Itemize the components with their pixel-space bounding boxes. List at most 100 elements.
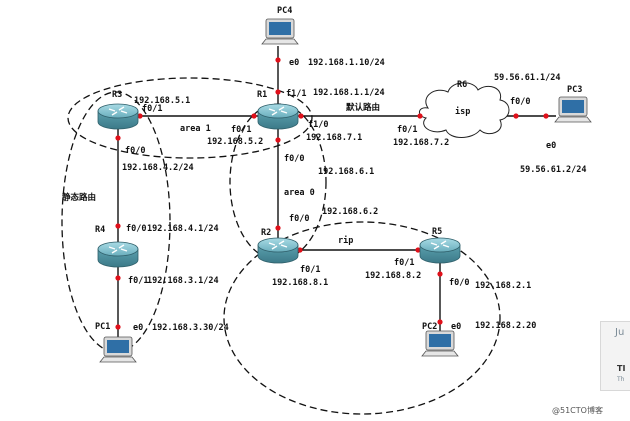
r6-label: R6 — [457, 80, 467, 90]
rip-outline — [223, 221, 501, 415]
computer-icon — [99, 336, 137, 363]
r3-f01-label: f0/1 — [142, 104, 162, 114]
computer-icon — [554, 96, 592, 123]
dot-r1-f01 — [251, 113, 257, 119]
router-icon — [97, 241, 139, 268]
r4-label: R4 — [95, 225, 105, 235]
dot-r5-f00 — [437, 271, 443, 277]
dot-r3-f01 — [137, 113, 143, 119]
pc1-ip: 192.168.3.30/24 — [152, 323, 229, 333]
pc-pc1: PC1 — [95, 322, 137, 363]
r2-label: R2 — [261, 228, 271, 238]
side-panel-top-text: Ju — [615, 327, 625, 338]
side-panel-mid-text: TI — [617, 364, 626, 373]
r1-ip-bottom: 192.168.6.1 — [318, 167, 374, 177]
isp-label: isp — [455, 106, 470, 117]
default-route-label: 默认路由 — [346, 102, 380, 113]
dot-r6-f00 — [513, 113, 519, 119]
r3-label: R3 — [112, 90, 122, 100]
router-icon — [419, 237, 461, 264]
r4-f00-label: f0/0 — [126, 224, 146, 234]
r5-f00-label: f0/0 — [449, 278, 469, 288]
dot-r4-f01 — [115, 275, 121, 281]
r4-f01-label: f0/1 — [128, 276, 148, 286]
r2-ip-top: 192.168.6.2 — [322, 207, 378, 217]
r1-ip-top: 192.168.1.1/24 — [313, 88, 385, 98]
pc4-label: PC4 — [277, 6, 292, 16]
r5-ip-bottom: 192.168.2.1 — [475, 281, 531, 291]
r3-f00-label: f0/0 — [125, 146, 145, 156]
area0-label: area 0 — [284, 188, 315, 198]
side-popup-panel[interactable]: Ju TI Th — [600, 321, 630, 391]
area-labels: area 1 area 0 rip 静态路由 默认路由 — [62, 102, 380, 246]
r1-f00-label: f0/0 — [284, 154, 304, 164]
r1-f10-label: f1/0 — [308, 120, 328, 130]
r1-label: R1 — [257, 90, 267, 100]
area1-outline — [67, 77, 313, 159]
pc3-e0-label: e0 — [546, 141, 556, 151]
interface-dots — [115, 57, 549, 330]
r3-ip-bottom: 192.168.4.2/24 — [122, 163, 194, 173]
pc3-ip: 59.56.61.2/24 — [520, 165, 587, 175]
router-icon — [257, 103, 299, 130]
dot-r1-f10 — [298, 113, 304, 119]
r1-ip-right: 192.168.7.1 — [306, 133, 362, 143]
r4-ip-bottom: 192.168.3.1/24 — [147, 276, 219, 286]
rip-label: rip — [338, 235, 353, 246]
r1-ip-left: 192.168.5.2 — [207, 137, 263, 147]
static-route-outline — [61, 91, 171, 353]
r2-f00-label: f0/0 — [289, 214, 309, 224]
dot-pc4-e0 — [275, 57, 281, 63]
r6-f00-label: f0/0 — [510, 97, 530, 107]
r5-label: R5 — [432, 227, 442, 237]
r5-f01-label: f0/1 — [394, 258, 414, 268]
router-icon — [257, 237, 299, 264]
dot-r2-f01 — [297, 247, 303, 253]
r1-f11-label: f1/1 — [286, 89, 306, 99]
dot-r2-f00 — [275, 225, 281, 231]
router-icon — [97, 103, 139, 130]
pc-pc4: PC4 — [261, 6, 299, 45]
interface-labels: f0/1 192.168.5.1 f0/1 192.168.5.2 f0/0 1… — [122, 58, 587, 333]
router-r1: R1 — [257, 90, 299, 130]
pc-pc2: PC2 — [421, 322, 459, 357]
area1-label: area 1 — [180, 124, 211, 134]
isp-cloud: isp — [419, 82, 510, 138]
watermark: @51CTO博客 — [552, 406, 603, 415]
r5-ip-left: 192.168.8.2 — [365, 271, 421, 281]
pc2-e0-label: e0 — [451, 322, 461, 332]
dot-r1-f11 — [275, 89, 281, 95]
pc1-e0-label: e0 — [133, 323, 143, 333]
router-r2: R2 — [257, 228, 299, 264]
dot-r4-f00 — [115, 223, 121, 229]
static-route-label: 静态路由 — [62, 192, 96, 203]
pc4-e0-label: e0 — [289, 58, 299, 68]
dot-pc3-e0 — [543, 113, 549, 119]
r2-ip-right: 192.168.8.1 — [272, 278, 328, 288]
router-r4: R4 — [95, 225, 139, 268]
r2-f01-label: f0/1 — [300, 265, 320, 275]
r4-ip-top: 192.168.4.1/24 — [147, 224, 219, 234]
pc2-label: PC2 — [422, 322, 437, 332]
router-r3: R3 — [97, 90, 139, 130]
dot-pc1-e0 — [115, 324, 121, 330]
computer-icon — [261, 18, 299, 45]
dot-pc2-e0 — [437, 319, 443, 325]
pc2-ip: 192.168.2.20 — [475, 321, 536, 331]
router-r5: R5 — [419, 227, 461, 264]
dot-r1-f00 — [275, 137, 281, 143]
pc3-label: PC3 — [567, 85, 582, 95]
pc4-ip: 192.168.1.10/24 — [308, 58, 385, 68]
r3-ip-top: 192.168.5.1 — [134, 96, 190, 106]
dot-r6-f01 — [417, 113, 423, 119]
pc1-label: PC1 — [95, 322, 110, 332]
pc-pc3: PC3 — [554, 85, 592, 123]
side-panel-small-text: Th — [617, 376, 625, 383]
r1-f01-label: f0/1 — [231, 125, 251, 135]
computer-icon — [421, 330, 459, 357]
r6-f01-label: f0/1 — [397, 125, 417, 135]
dot-r3-f00 — [115, 135, 121, 141]
dot-r5-f01 — [415, 247, 421, 253]
r6-ip-pc3: 59.56.61.1/24 — [494, 73, 561, 83]
